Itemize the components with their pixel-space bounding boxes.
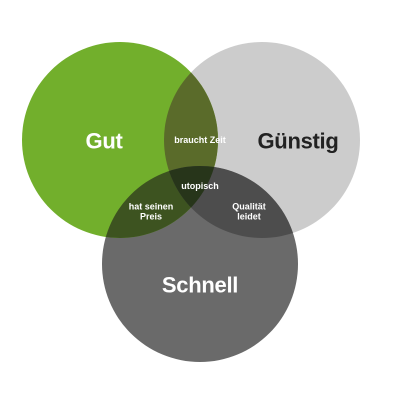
schnell-label: Schnell bbox=[161, 272, 239, 298]
qualitaet-leidet-label: Qualität leidet bbox=[232, 202, 266, 223]
qualitaet-leidet-line-2: leidet bbox=[237, 212, 261, 222]
gut-label: Gut bbox=[85, 128, 123, 154]
hat-seinen-preis-line-2: Preis bbox=[139, 212, 163, 222]
gut-schnell-overlap bbox=[102, 166, 218, 238]
braucht-zeit-label: braucht Zeit bbox=[174, 134, 226, 145]
guenstig-schnell-overlap bbox=[164, 166, 298, 238]
hat-seinen-preis-label: hat seinen Preis bbox=[129, 202, 174, 223]
utopisch-label: utopisch bbox=[181, 180, 219, 191]
hat-seinen-preis-line-1: hat seinen bbox=[128, 201, 174, 212]
guenstig-label: Günstig bbox=[257, 128, 339, 154]
qualitaet-leidet-line-1: Qualität bbox=[232, 201, 266, 212]
